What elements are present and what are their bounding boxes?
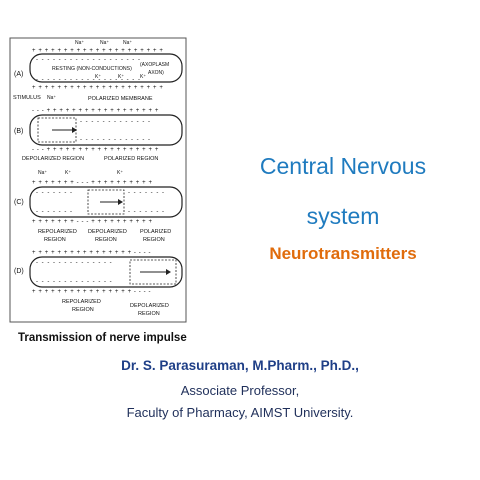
slide-title-line-2: system: [306, 203, 380, 229]
panel-a-na-2: Na⁺: [100, 40, 109, 46]
slide-subtitle: Neurotransmitters: [269, 244, 417, 263]
panel-c-k-1: K⁺: [65, 170, 71, 176]
panel-b-minus-bottom: - - - - - - - - - - - - -: [80, 137, 151, 143]
panel-c-polarized-label: POLARIZED: [140, 229, 171, 235]
panel-a-plus-top: + + + + + + + + + + + + + + + + + + + + …: [32, 48, 164, 54]
panel-c-minus-top-2: - - - - - - -: [128, 190, 165, 196]
panel-d-minus-bottom: - - - - - - - - - - - - - -: [36, 279, 113, 285]
panel-a-axon-label: AXON): [148, 70, 164, 76]
panel-c-minus-bottom-2: - - - - - - -: [128, 209, 165, 215]
figure-frame: [9, 37, 187, 323]
author-name: Dr. S. Parasuraman, M.Pharm., Ph.D.,: [121, 358, 359, 373]
panel-b: (B) - - - + + + + + + + + + + + + + + + …: [14, 108, 183, 162]
panel-a-axoplasm-label: (AXOPLASM: [140, 62, 169, 68]
panel-a-axon: [29, 53, 183, 83]
panel-a-k-1: K⁺: [95, 74, 101, 80]
panel-d-repolarized-label: REPOLARIZED: [62, 299, 101, 305]
panel-a-k-3: K⁺: [140, 74, 146, 80]
panel-d-plus-top: + + + + + + + + + + + + + + + + - - - -: [32, 250, 151, 256]
panel-d-depolarized-zone: [129, 259, 177, 285]
panel-c-label: (C): [14, 199, 24, 206]
panel-c-plus-top: + + + + + + + - - - + + + + + + + + + +: [32, 180, 153, 186]
panel-a-na-1: Na⁺: [75, 40, 84, 46]
panel-c-plus-bottom: + + + + + + + - - - + + + + + + + + + +: [32, 219, 153, 225]
panel-c: (C) Na⁺ K⁺ K⁺ + + + + + + + - - - + + + …: [14, 170, 183, 243]
panel-b-plus-top: - - - + + + + + + + + + + + + + + + + + …: [32, 108, 159, 114]
panel-c-depolarized-region: REGION: [95, 237, 117, 243]
panel-c-arrowhead: [118, 199, 123, 205]
panel-b-minus-top: - - - - - - - - - - - - -: [80, 119, 151, 125]
panel-d-plus-bottom: + + + + + + + + + + + + + + + + - - - -: [32, 289, 151, 295]
panel-c-depolarized-zone: [87, 189, 125, 215]
panel-a-stimulus-na: Na⁺: [47, 95, 56, 101]
panel-c-repolarized-region: REGION: [44, 237, 66, 243]
author-affiliation: Faculty of Pharmacy, AIMST University.: [126, 405, 354, 420]
author-position: Associate Professor,: [180, 383, 300, 398]
panel-b-plus-bottom: - - - + + + + + + + + + + + + + + + + + …: [32, 147, 159, 153]
panel-d-depolarized-region: REGION: [138, 311, 160, 317]
figure-caption: Transmission of nerve impulse: [18, 332, 187, 344]
panel-c-minus-bottom: - - - - - - -: [36, 209, 73, 215]
panel-d-depolarized-label: DEPOLARIZED: [130, 303, 169, 309]
panel-c-k-2: K⁺: [117, 170, 123, 176]
panel-c-minus-top: - - - - - - -: [36, 190, 73, 196]
panel-b-label: (B): [14, 128, 23, 135]
panel-d-axon: [29, 256, 183, 288]
panel-a-stimulus-label: STIMULUS: [13, 95, 41, 101]
nerve-impulse-figure: (A) Na⁺ Na⁺ Na⁺ + + + + + + + + + + + + …: [9, 37, 187, 323]
panel-d: (D) + + + + + + + + + + + + + + + + - - …: [14, 250, 183, 317]
slide-title-line-1: Central Nervous: [259, 153, 427, 179]
panel-d-repolarized-region: REGION: [72, 307, 94, 313]
panel-b-depolarized-label: DEPOLARIZED REGION: [22, 156, 84, 162]
panel-a-membrane-label: POLARIZED MEMBRANE: [88, 96, 153, 102]
panel-a: (A) Na⁺ Na⁺ Na⁺ + + + + + + + + + + + + …: [13, 40, 183, 102]
panel-a-plus-bottom: + + + + + + + + + + + + + + + + + + + + …: [32, 85, 164, 91]
panel-a-minus-top: - - - - - - - - - - - - - - - - - - -: [36, 57, 141, 63]
panel-a-na-3: Na⁺: [123, 40, 132, 46]
panel-d-arrowhead: [166, 269, 171, 275]
panel-a-minus-bottom: - - - - - - - - - - - - - - - - - - -: [36, 77, 141, 83]
panel-c-repolarized-label: REPOLARIZED: [38, 229, 77, 235]
panel-c-polarized-region: REGION: [143, 237, 165, 243]
panel-d-minus-top: - - - - - - - - - - - - - -: [36, 260, 113, 266]
panel-a-label: (A): [14, 71, 23, 78]
panel-c-depolarized-label: DEPOLARIZED: [88, 229, 127, 235]
panel-d-label: (D): [14, 268, 24, 275]
panel-b-axon: [29, 114, 183, 146]
panel-b-arrowhead: [72, 127, 77, 133]
panel-b-polarized-label: POLARIZED REGION: [104, 156, 158, 162]
panel-a-resting-label: RESTING (NON-CONDUCTIONS): [52, 66, 132, 72]
panel-c-na: Na⁺: [38, 170, 47, 176]
panel-a-k-2: K⁺: [118, 74, 124, 80]
